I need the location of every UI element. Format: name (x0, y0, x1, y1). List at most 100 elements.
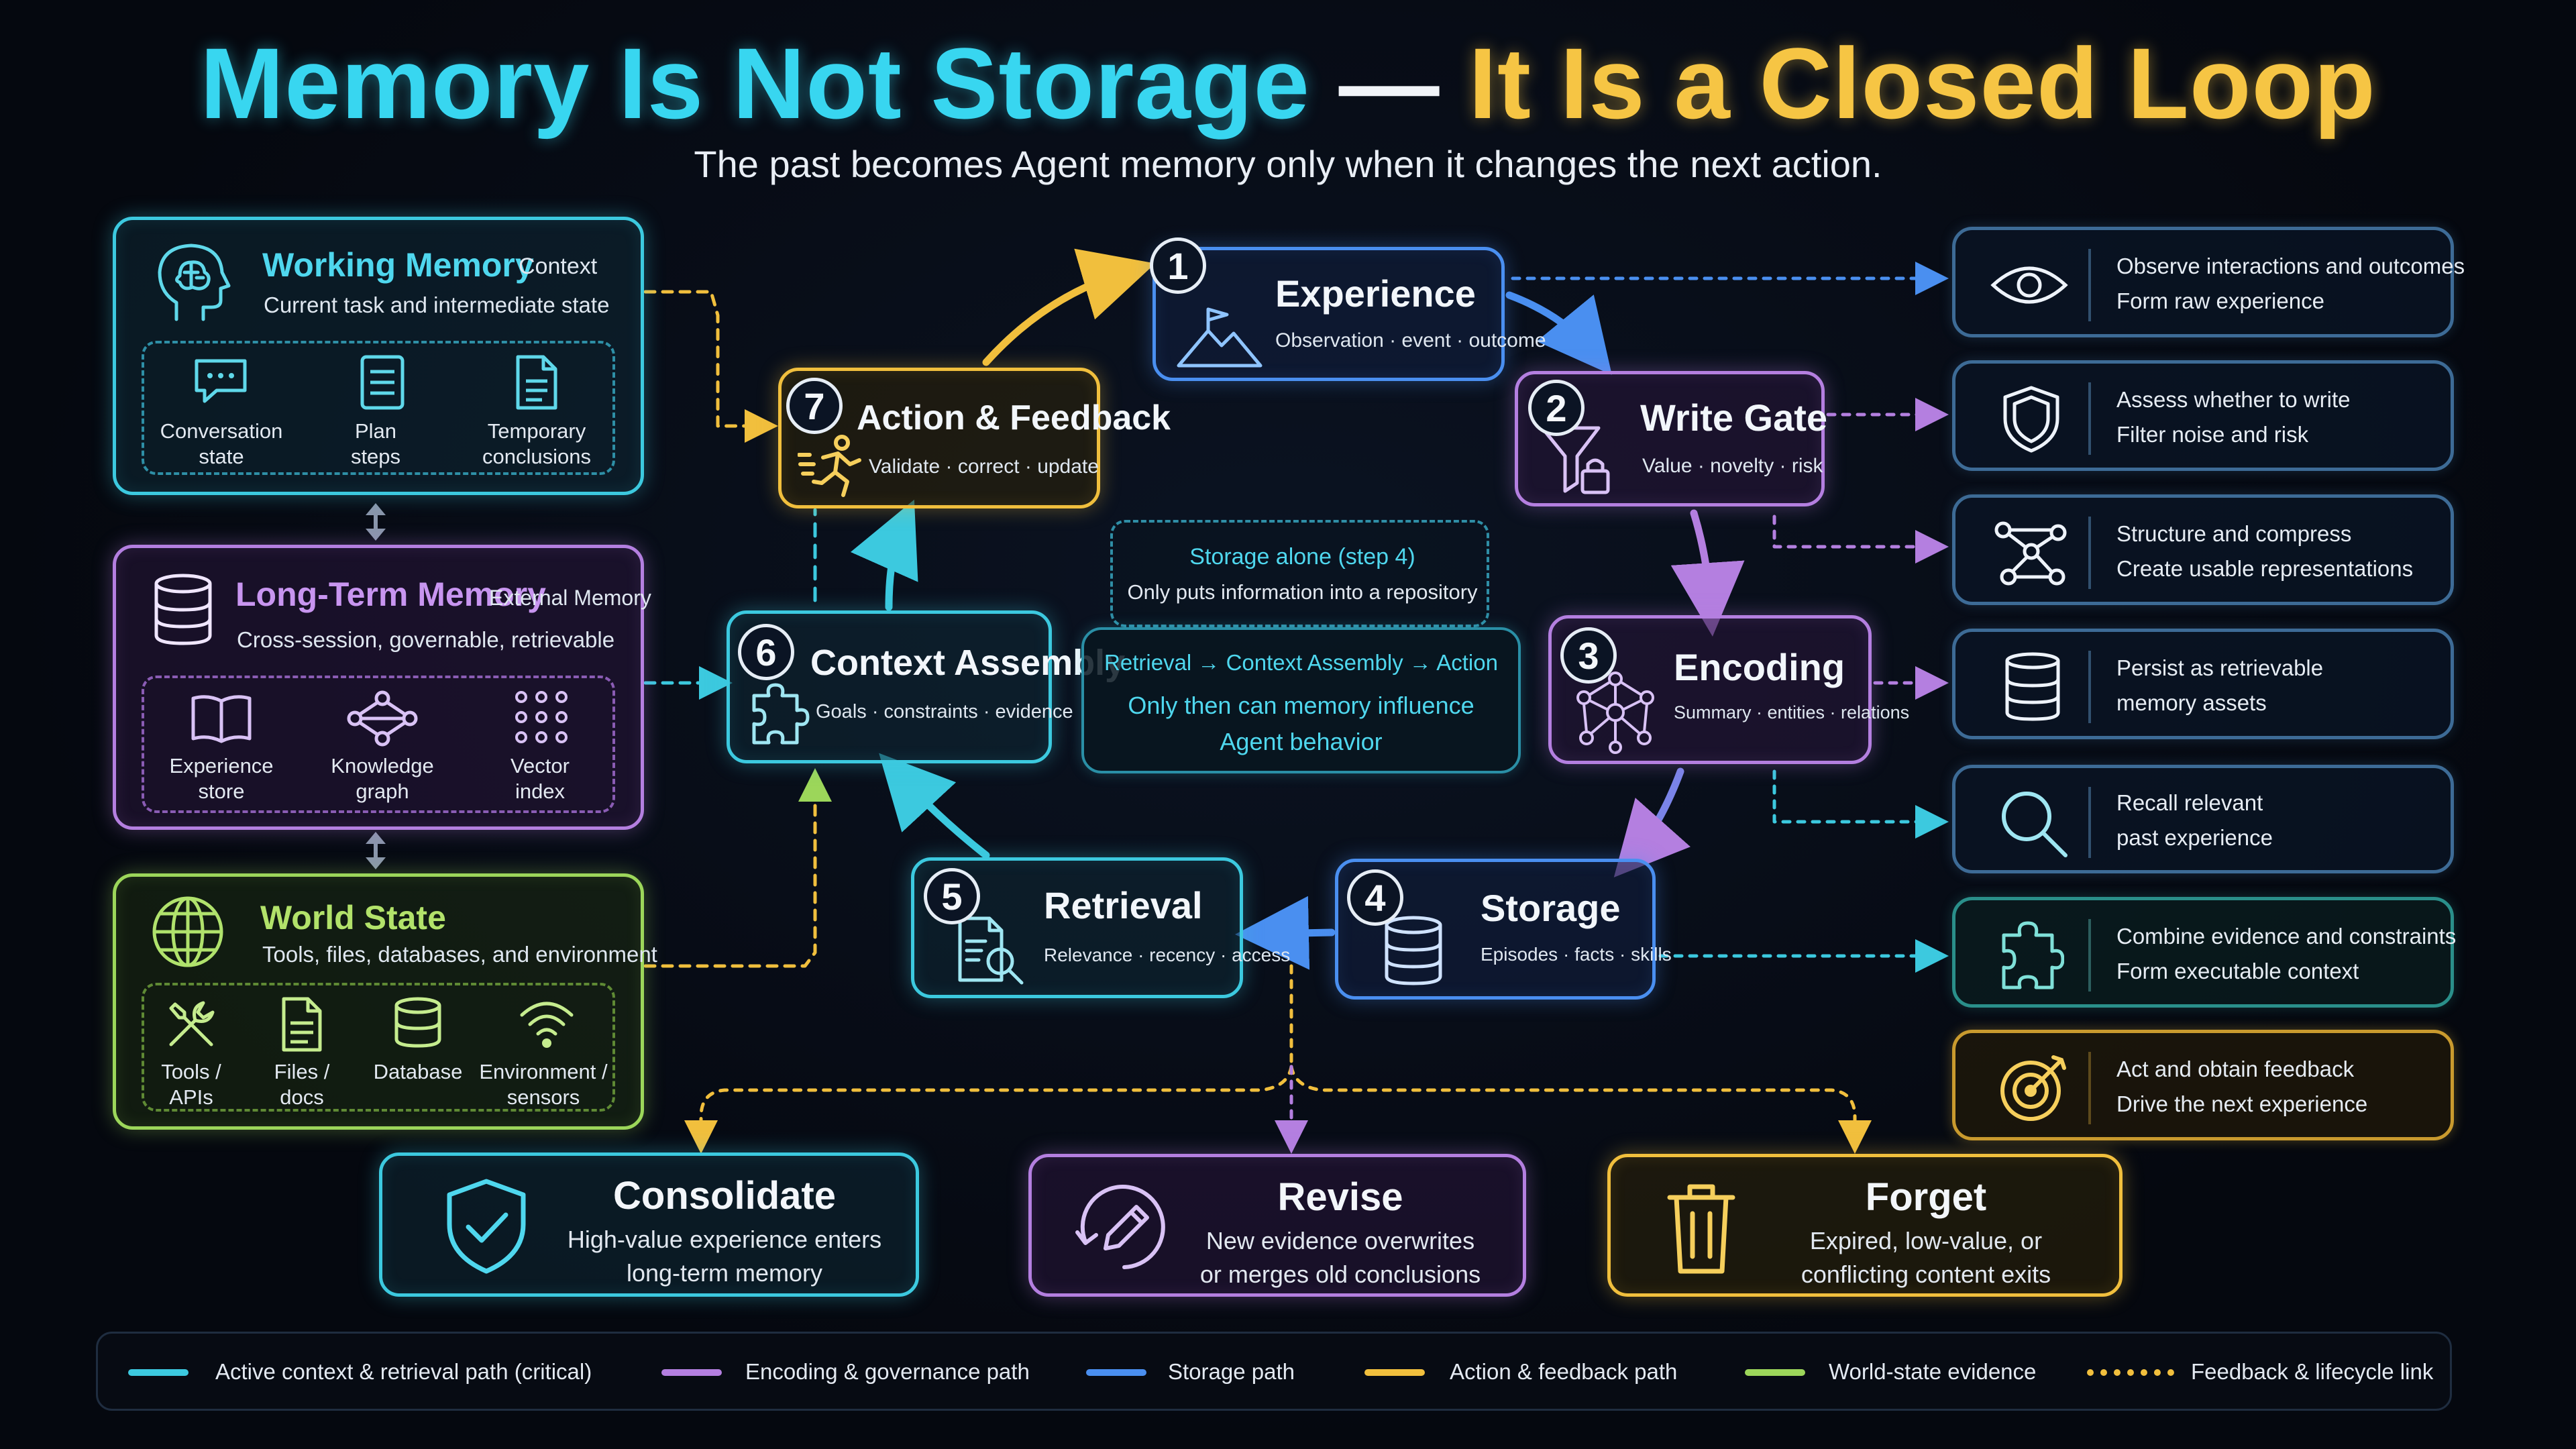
lifecycle-title: Revise (1277, 1175, 1403, 1219)
step-number-badge: 3 (1560, 627, 1617, 684)
divider (2088, 249, 2091, 321)
pencil-refresh-icon (1075, 1185, 1165, 1269)
title-part-1: Memory Is Not Storage (200, 27, 1310, 140)
world-state-panel: World State Tools, files, databases, and… (113, 873, 657, 1130)
step-subtitle: Validate · correct · update (869, 455, 1099, 478)
network-icon (1576, 672, 1654, 754)
graph-nodes-icon (347, 690, 418, 747)
arrow-7-to-1 (982, 248, 1156, 366)
divider (2088, 1052, 2091, 1124)
step-title: Encoding (1674, 646, 1845, 688)
memory-influence-note: Retrieval → Context Assembly → Action On… (1081, 627, 1521, 773)
nodes-icon (1994, 521, 2067, 586)
step-title: Write Gate (1640, 396, 1828, 439)
trash-icon (1667, 1184, 1735, 1274)
step-title: Experience (1275, 272, 1476, 315)
document-search-icon (958, 916, 1024, 985)
link-world-to-context (643, 768, 832, 968)
lifecycle-consolidate[interactable]: Consolidate High-value experience enters… (379, 1152, 919, 1297)
step-number-badge: 4 (1347, 869, 1403, 926)
step-number-badge: 1 (1150, 237, 1206, 294)
working-memory-title: Working Memory (262, 246, 534, 284)
mountain-flag-icon (1177, 307, 1263, 368)
divider (2088, 517, 2091, 589)
step-number-badge: 5 (924, 868, 980, 924)
page-subtitle: The past becomes Agent memory only when … (694, 143, 1882, 185)
world-item-label: Database (373, 1060, 463, 1083)
divider (2088, 651, 2091, 723)
divider (2088, 382, 2091, 455)
note-flow: Retrieval → Context Assembly → Action (1104, 650, 1498, 675)
working-memory-tag: Context (519, 254, 598, 279)
step-subtitle: Value · novelty · risk (1642, 455, 1823, 477)
arrow-4-to-5 (1235, 896, 1336, 970)
divider (2088, 919, 2091, 991)
world-state-title: World State (260, 899, 446, 936)
legend-swatch-blue (1086, 1369, 1146, 1376)
divider (2088, 787, 2091, 858)
arrow-1-to-2 (1505, 291, 1612, 376)
database-icon (1385, 916, 1442, 985)
step-title: Context Assembly (810, 643, 1126, 683)
tools-icon (169, 1001, 215, 1046)
world-item-label: Tools /APIs (161, 1060, 221, 1109)
storage-alone-note: Storage alone (step 4) Only puts informa… (1110, 520, 1489, 627)
step-subtitle: Relevance · recency · access (1044, 945, 1291, 965)
step-write-gate[interactable]: Write Gate Value · novelty · risk (1515, 371, 1828, 506)
step-number-badge: 6 (738, 624, 794, 680)
search-icon (2002, 792, 2068, 857)
dot-grid-icon (515, 691, 568, 743)
wifi-sensor-icon (520, 1002, 574, 1048)
database-icon (154, 574, 212, 645)
step-title: Storage (1481, 887, 1621, 929)
legend-swatch-cyan (128, 1369, 189, 1376)
step-experience[interactable]: Experience Observation · event · outcome (1152, 247, 1546, 381)
arrow-3-to-4 (1613, 767, 1690, 877)
title-part-2: It Is a Closed Loop (1468, 27, 2376, 140)
world-item-label: Environment /sensors (479, 1060, 608, 1109)
lifecycle-title: Forget (1865, 1175, 1987, 1219)
file-icon (282, 997, 322, 1052)
world-state-items: Tools /APIs Files /docs Database Environ… (142, 983, 615, 1112)
step-subtitle: Observation · event · outcome (1275, 329, 1546, 352)
step-context-assembly[interactable]: Context Assembly Goals · constraints · e… (727, 610, 1125, 763)
eye-icon (1990, 266, 2068, 304)
link-working-to-action (643, 290, 778, 443)
legend-label: Storage path (1168, 1359, 1295, 1384)
page-title: Memory Is Not Storage — It Is a Closed L… (0, 25, 2576, 142)
world-state-subtitle: Tools, files, databases, and environment (262, 942, 657, 967)
long-term-memory-title: Long-Term Memory (235, 576, 546, 613)
legend-label: Active context & retrieval path (critica… (215, 1359, 592, 1384)
open-book-icon (191, 695, 252, 743)
puzzle-icon (2002, 921, 2064, 989)
running-person-icon (798, 435, 861, 497)
note-influence: Only then can memory influence (1128, 692, 1474, 719)
step-title: Action & Feedback (857, 398, 1171, 437)
step-subtitle: Episodes · facts · skills (1481, 944, 1672, 965)
legend: Active context & retrieval path (critica… (96, 1332, 2452, 1411)
brain-head-icon (158, 244, 231, 321)
target-icon (2000, 1055, 2066, 1121)
arrow-5-to-6 (879, 753, 990, 859)
note-behavior: Agent behavior (1220, 728, 1383, 755)
